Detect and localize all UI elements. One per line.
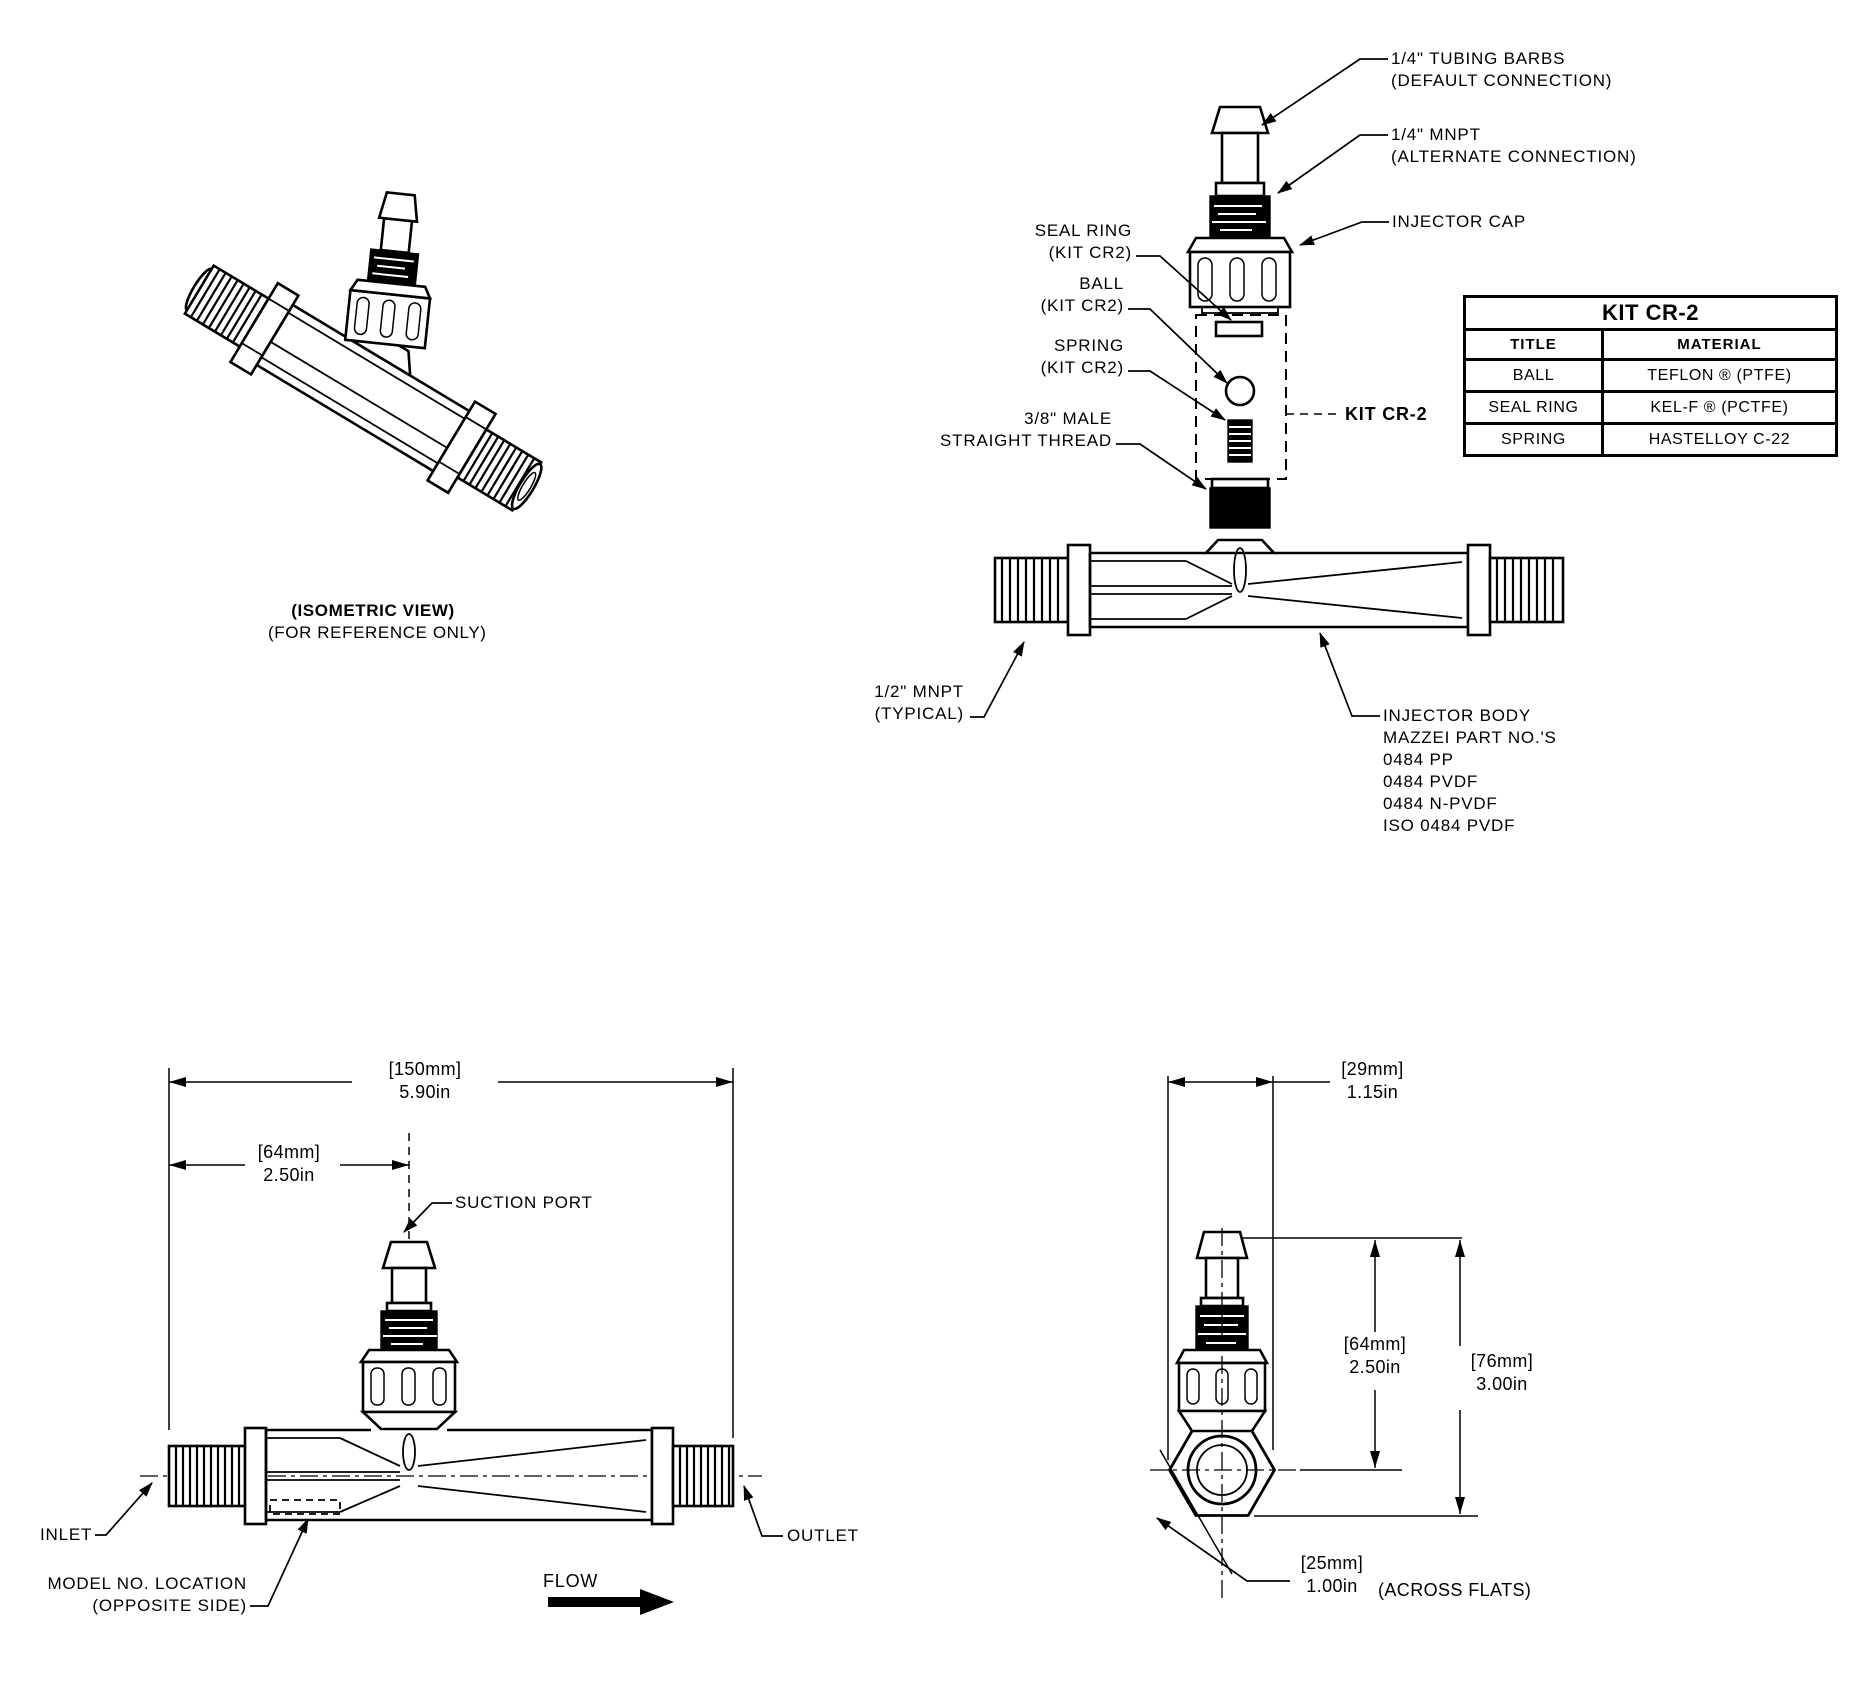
- dim-end-width: [29mm] 1.15in: [1341, 1059, 1404, 1102]
- dim-center-height: [64mm] 2.50in: [1343, 1334, 1407, 1377]
- front-view: [95, 1068, 783, 1615]
- exploded-view: [970, 58, 1565, 718]
- label-injector-cap: INJECTOR CAP: [1392, 212, 1526, 231]
- label-kit-cr2: KIT CR-2: [1345, 404, 1428, 424]
- straight-thread-stub: [1209, 487, 1271, 529]
- seal-ring-part: [1214, 320, 1264, 338]
- table-row: BALL TEFLON ® (PTFE): [1463, 358, 1839, 393]
- injector-cap: [1185, 236, 1295, 254]
- exploded-leaders: [970, 58, 1389, 718]
- label-ball: BALL (KIT CR2): [1040, 274, 1124, 315]
- injector-body: [993, 538, 1565, 637]
- mnpt-thread: [1209, 195, 1271, 239]
- dim-overall-height: [76mm] 3.00in: [1470, 1351, 1534, 1394]
- label-mnpt-half: 1/2" MNPT (TYPICAL): [874, 682, 964, 723]
- kit-row-title: SPRING: [1463, 422, 1604, 457]
- label-tubing-barbs: 1/4" TUBING BARBS (DEFAULT CONNECTION): [1391, 49, 1613, 90]
- isometric-caption-sub: (FOR REFERENCE ONLY): [268, 623, 487, 642]
- kit-table-header-title: TITLE: [1463, 328, 1604, 361]
- kit-table-title: KIT CR-2: [1463, 295, 1838, 331]
- table-row: SPRING HASTELLOY C-22: [1463, 422, 1839, 457]
- label-flow: FLOW: [543, 1571, 599, 1591]
- kit-row-material: KEL-F ® (PCTFE): [1600, 390, 1839, 425]
- label-straight-thread: 3/8" MALE STRAIGHT THREAD: [940, 409, 1112, 450]
- model-no-marker: [269, 1499, 341, 1515]
- kit-row-material: TEFLON ® (PTFE): [1600, 358, 1839, 393]
- label-seal-ring: SEAL RING (KIT CR2): [1034, 221, 1132, 262]
- barb: [1210, 105, 1270, 135]
- table-row: SEAL RING KEL-F ® (PCTFE): [1463, 390, 1839, 425]
- kit-row-material: HASTELLOY C-22: [1600, 422, 1839, 457]
- end-view: [1150, 1076, 1478, 1600]
- label-spring: SPRING (KIT CR2): [1040, 336, 1124, 377]
- kit-row-title: SEAL RING: [1463, 390, 1604, 425]
- flow-arrow: [548, 1589, 674, 1615]
- label-injector-body: INJECTOR BODY MAZZEI PART NO.'S 0484 PP …: [1383, 706, 1557, 835]
- dim-overall-length: [150mm] 5.90in: [388, 1059, 462, 1102]
- isometric-view: [183, 190, 543, 513]
- kit-table-header-material: MATERIAL: [1600, 328, 1839, 361]
- dim-across-flats: [25mm] 1.00in: [1300, 1553, 1364, 1596]
- label-across-flats-note: (ACROSS FLATS): [1378, 1580, 1532, 1600]
- label-suction-port: SUCTION PORT: [455, 1193, 593, 1212]
- kit-row-title: BALL: [1463, 358, 1604, 393]
- label-model-no: MODEL NO. LOCATION (OPPOSITE SIDE): [47, 1574, 247, 1615]
- kit-cr2-table: KIT CR-2 TITLE MATERIAL BALL TEFLON ® (P…: [1463, 295, 1839, 457]
- isometric-caption-title: (ISOMETRIC VIEW): [291, 601, 455, 620]
- label-inlet: INLET: [40, 1525, 93, 1544]
- dim-suction-offset: [64mm] 2.50in: [257, 1142, 321, 1185]
- ball-part: [1224, 375, 1256, 407]
- label-mnpt-quarter: 1/4" MNPT (ALTERNATE CONNECTION): [1391, 125, 1637, 166]
- label-outlet: OUTLET: [787, 1526, 859, 1545]
- isometric-suction-stem: [343, 190, 433, 350]
